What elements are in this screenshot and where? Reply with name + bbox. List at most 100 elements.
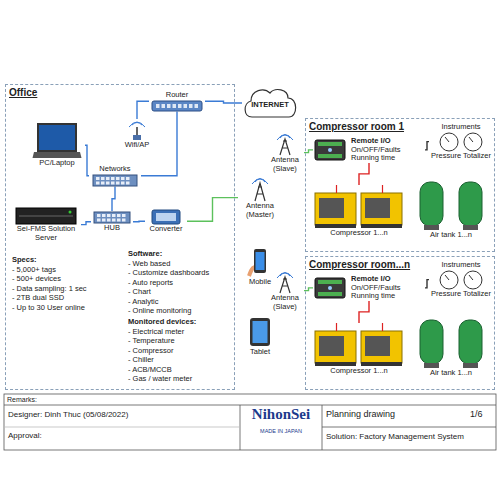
node-label: Compressor 1...n bbox=[330, 229, 388, 238]
node-label: Networks bbox=[99, 165, 130, 174]
connector-line bbox=[425, 142, 429, 150]
wifi-icon bbox=[127, 119, 147, 141]
router-node: Router bbox=[149, 91, 205, 112]
node-label: Sei-FMS Solution Server bbox=[11, 225, 81, 242]
hub-node: HUB bbox=[91, 211, 133, 233]
mobile-node: Mobile bbox=[240, 246, 280, 287]
server-icon bbox=[15, 207, 77, 225]
antenna-icon bbox=[275, 270, 295, 294]
node-label: Antenna (Slave) bbox=[266, 294, 304, 311]
node-label: Remote I/O bbox=[351, 137, 425, 146]
remote-io-node: Remote I/OOn/OFF/Faults Running time bbox=[313, 137, 425, 163]
device-line: - Chiller bbox=[128, 356, 154, 364]
node-label: Compressor 1...n bbox=[330, 367, 388, 376]
conv-icon bbox=[151, 209, 181, 225]
rio-icon bbox=[313, 139, 347, 161]
connector-line bbox=[359, 301, 369, 323]
node-label: Antenna (Slave) bbox=[266, 156, 304, 173]
remote-io-node: Remote I/OOn/OFF/Faults Running time bbox=[313, 275, 425, 301]
laptop-node: PC/Laptop bbox=[29, 123, 85, 168]
node-label: Tablet bbox=[250, 348, 270, 357]
connector-line bbox=[359, 163, 369, 185]
mobile-icon bbox=[247, 246, 273, 278]
title-block-text: Designer: Dinh Thuc (05/08/2022) bbox=[8, 411, 128, 420]
node-label: Instruments bbox=[441, 123, 480, 132]
software-line: - Customize dashboards bbox=[128, 269, 209, 277]
connector-line bbox=[205, 101, 242, 103]
node-label: Converter bbox=[150, 225, 183, 234]
connector-line bbox=[81, 222, 91, 225]
comp-icon bbox=[314, 185, 404, 229]
room-region: Compressor room 1 Remote I/OOn/OFF/Faults… bbox=[305, 118, 495, 252]
title-block-text: MADE IN JAPAN bbox=[240, 428, 322, 434]
text-column: Remote I/OOn/OFF/Faults Running time bbox=[351, 275, 425, 301]
software-line: Software: bbox=[128, 250, 162, 258]
wifi-node: Wifi/AP bbox=[119, 119, 155, 150]
text-column: Remote I/OOn/OFF/Faults Running time bbox=[351, 137, 425, 163]
tank-icon bbox=[412, 319, 490, 369]
office-region: Office RouterWifi/AP PC/LaptopNetworksSei-… bbox=[5, 84, 235, 390]
spec-line: - 5,000+ tags bbox=[12, 266, 56, 274]
node-label: PC/Laptop bbox=[39, 159, 74, 168]
node-label: Compressor room 1 bbox=[309, 121, 404, 132]
spec-line: - Data sampling: 1 sec bbox=[12, 285, 87, 293]
antenna-node: Antenna (Slave) bbox=[266, 132, 304, 173]
antenna-node: Antenna (Slave) bbox=[266, 270, 304, 311]
node-label: Router bbox=[166, 91, 189, 100]
device-line: - Compressor bbox=[128, 347, 173, 355]
server-node: Sei-FMS Solution Server bbox=[11, 207, 81, 242]
gauges-icon bbox=[435, 270, 487, 290]
compressor-node: Compressor 1...n bbox=[313, 323, 405, 376]
sw-icon bbox=[92, 174, 138, 187]
device-line: - ACB/MCCB bbox=[128, 366, 172, 374]
title-block-text: Solution: Factory Management System bbox=[326, 433, 464, 442]
room-region: Compressor room...nRemote I/OOn/OFF/Faul… bbox=[305, 256, 495, 390]
device-line: - Temperature bbox=[128, 337, 175, 345]
antenna-icon bbox=[275, 132, 295, 156]
sw-icon bbox=[93, 211, 131, 224]
compressor-node: Compressor 1...n bbox=[313, 185, 405, 238]
node-label: Compressor room...n bbox=[309, 259, 410, 270]
node-label: HUB bbox=[104, 224, 120, 233]
device-line: Monitored devices: bbox=[128, 318, 196, 326]
air-tank-node: Air tank 1...n bbox=[411, 319, 491, 378]
tablet-node: Tablet bbox=[240, 316, 280, 357]
comp-icon bbox=[314, 323, 404, 367]
connector-line bbox=[112, 187, 115, 211]
instruments-node: InstrumentsPressure Totalizer bbox=[429, 123, 493, 160]
laptop-icon bbox=[32, 123, 82, 159]
switch-node: Networks bbox=[89, 165, 141, 187]
instruments-node: InstrumentsPressure Totalizer bbox=[429, 261, 493, 298]
rio-icon bbox=[313, 277, 347, 299]
tank-icon bbox=[412, 181, 490, 231]
title-block-text: Remarks: bbox=[7, 396, 37, 404]
node-label: INTERNET bbox=[251, 101, 289, 110]
gauges-icon bbox=[435, 132, 487, 152]
title-block-text: 1/6 bbox=[470, 410, 483, 420]
software-line: - Web based bbox=[128, 260, 170, 268]
connector-line bbox=[425, 280, 429, 288]
device-line: - Gas / water meter bbox=[128, 375, 192, 383]
node-label: On/OFF/Faults Running time bbox=[351, 146, 425, 163]
node-label: Air tank 1...n bbox=[430, 369, 472, 378]
title-block-text: NihonSei bbox=[240, 406, 322, 423]
title-block-text: Planning drawing bbox=[326, 410, 395, 420]
air-tank-node: Air tank 1...n bbox=[411, 181, 491, 240]
node-label: Wifi/AP bbox=[125, 141, 150, 150]
spec-line: - Up to 30 User online bbox=[12, 304, 85, 312]
node-label: Pressure Totalizer bbox=[431, 152, 491, 161]
node-label: Antenna (Master) bbox=[238, 202, 282, 219]
node-label: Instruments bbox=[441, 261, 480, 270]
connector-line bbox=[85, 145, 89, 176]
router-icon bbox=[151, 100, 203, 112]
device-line: - Electrical meter bbox=[128, 328, 184, 336]
node-label: Office bbox=[9, 87, 37, 98]
software-line: - Chart bbox=[128, 288, 151, 296]
node-label: Pressure Totalizer bbox=[431, 290, 491, 299]
software-line: - Online monitoring bbox=[128, 307, 191, 315]
spec-line: - 2TB dual SSD bbox=[12, 294, 64, 302]
node-label: On/OFF/Faults Running time bbox=[351, 284, 425, 301]
connector-line bbox=[137, 101, 149, 119]
